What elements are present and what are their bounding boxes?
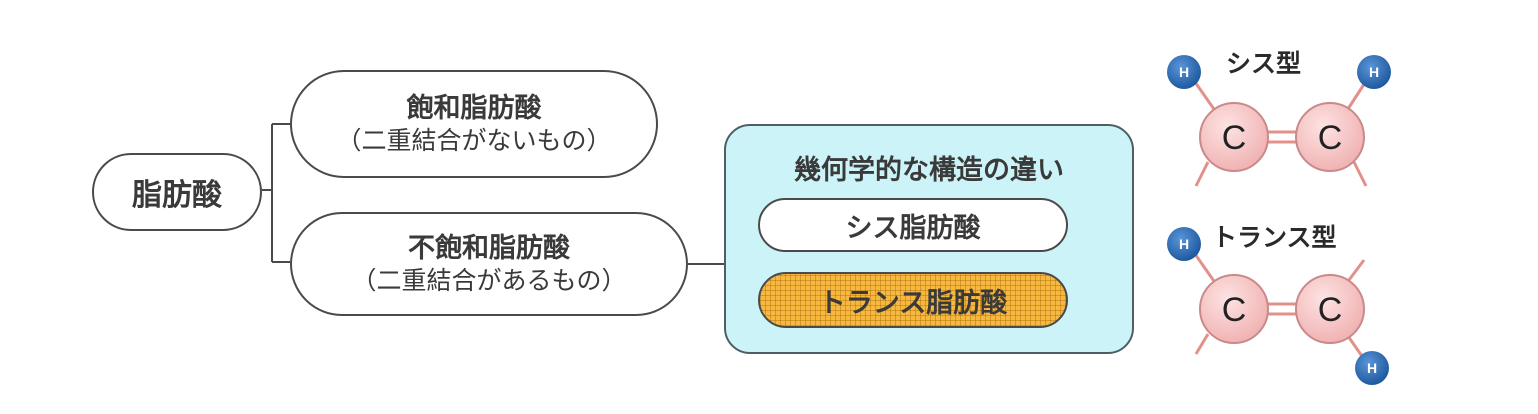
trans-carbon-right-label: C <box>1318 291 1343 329</box>
trans-molecule-diagram: C C H H <box>1167 227 1389 385</box>
trans-carbon-left-label: C <box>1222 291 1247 329</box>
cis-carbon-right <box>1295 102 1365 172</box>
trans-hydrogen-left-label: H <box>1179 236 1189 252</box>
cis-hydrogen-left-label: H <box>1179 64 1189 80</box>
trans-bond-left-down <box>1194 333 1210 355</box>
trans-carbon-left <box>1199 274 1269 344</box>
saturated-fatty-acid-node: 飽和脂肪酸 （二重結合がないもの） <box>290 70 658 178</box>
cis-hydrogen-right <box>1357 55 1391 89</box>
cis-bond-left-down <box>1194 161 1210 187</box>
cis-type-label: シス型 <box>1226 49 1302 78</box>
unsaturated-fatty-acid-node: 不飽和脂肪酸 （二重結合があるもの） <box>290 212 688 316</box>
trans-carbon-right <box>1295 274 1365 344</box>
saturated-note: （二重結合がないもの） <box>336 126 612 156</box>
cis-fatty-acid-label: シス脂肪酸 <box>845 212 981 244</box>
geometric-title: 幾何学的な構造の違い <box>794 155 1064 186</box>
cis-fatty-acid-pill: シス脂肪酸 <box>758 198 1068 252</box>
saturated-label: 飽和脂肪酸 <box>406 92 542 124</box>
cis-molecule-diagram: C C H H <box>1167 55 1391 187</box>
cis-carbon-right-label: C <box>1318 119 1343 157</box>
cis-bond-right-down <box>1352 161 1368 187</box>
trans-hydrogen-left <box>1167 227 1201 261</box>
trans-fatty-acid-label: トランス脂肪酸 <box>818 287 1008 319</box>
cis-hydrogen-right-label: H <box>1369 64 1379 80</box>
unsaturated-note: （二重結合があるもの） <box>351 266 627 296</box>
fatty-acid-node: 脂肪酸 <box>92 153 262 231</box>
trans-type-label: トランス型 <box>1212 223 1337 252</box>
trans-hydrogen-right <box>1355 351 1389 385</box>
fatty-acid-label: 脂肪酸 <box>132 178 222 213</box>
cis-hydrogen-left <box>1167 55 1201 89</box>
unsaturated-label: 不飽和脂肪酸 <box>408 232 570 264</box>
cis-carbon-left <box>1199 102 1269 172</box>
trans-hydrogen-right-label: H <box>1367 360 1377 376</box>
trans-fatty-acid-pill: トランス脂肪酸 <box>758 272 1068 328</box>
cis-carbon-left-label: C <box>1222 119 1247 157</box>
